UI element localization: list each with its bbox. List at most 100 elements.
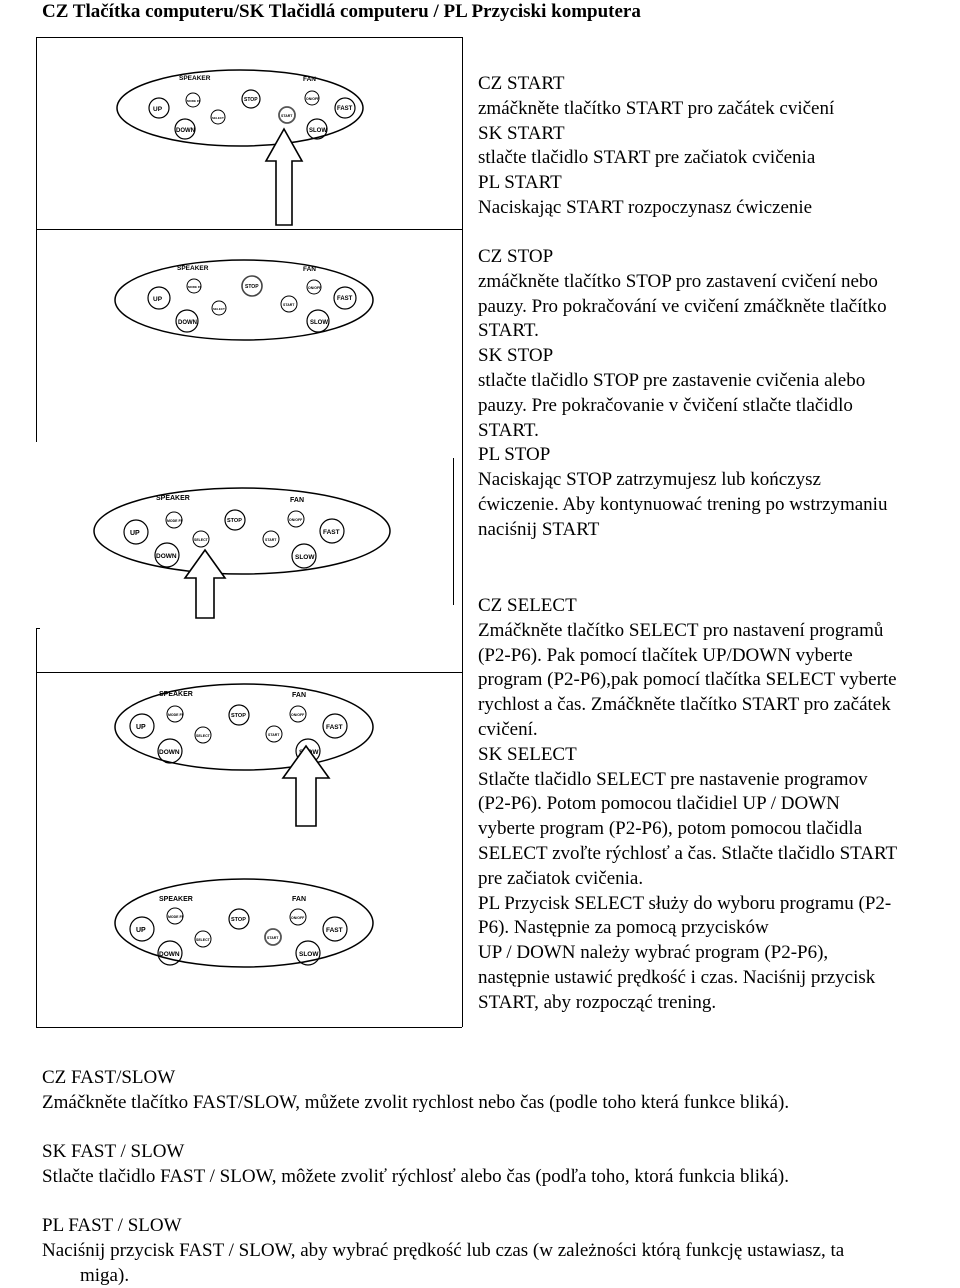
label-on-off: ON/OFF <box>291 916 305 920</box>
section-heading: CZ FAST/SLOW <box>42 1067 176 1088</box>
label-start: START <box>268 733 280 737</box>
slow-button[interactable] <box>295 940 321 966</box>
stop-button[interactable] <box>241 275 263 297</box>
text-line: UP / DOWN należy wybrać program (P2-P6), <box>478 942 829 964</box>
label-down: DOWN <box>176 128 195 134</box>
text-line: Naciskając START rozpoczynasz ćwiczenie <box>478 196 813 218</box>
section-heading: SK FAST / SLOW <box>42 1141 185 1162</box>
text-line: SK START <box>478 122 565 144</box>
slow-button[interactable] <box>291 543 317 569</box>
down-button[interactable] <box>174 118 196 140</box>
mode-ff-button[interactable] <box>165 511 183 529</box>
text-line: CZ SELECT <box>478 595 577 616</box>
up-button[interactable] <box>129 713 155 739</box>
fast-button[interactable] <box>322 713 348 739</box>
on-off-button[interactable] <box>289 908 307 926</box>
section-heading: PL FAST / SLOW <box>42 1215 182 1236</box>
label-speaker: SPEAKER <box>179 75 211 82</box>
label-down: DOWN <box>156 553 177 560</box>
up-button[interactable] <box>129 916 155 942</box>
mode-ff-button[interactable] <box>186 278 202 294</box>
on-off-button[interactable] <box>306 279 322 295</box>
label-fan: FAN <box>303 76 316 83</box>
label-start: START <box>283 303 295 307</box>
label-select: SELECT <box>212 116 224 120</box>
label-down: DOWN <box>159 749 180 756</box>
down-button[interactable] <box>157 940 183 966</box>
label-on-off: ON/OFF <box>291 713 305 717</box>
select-button[interactable] <box>210 109 226 125</box>
slow-button[interactable] <box>306 309 330 333</box>
text-line: PL Przycisk SELECT służy do wyboru progr… <box>478 892 892 914</box>
label-slow: SLOW <box>295 554 315 561</box>
control-panel-select-2: SPEAKER FAN UP MODE FF DOWN SELECT STOP … <box>113 877 375 969</box>
table-border-right-2 <box>453 458 454 605</box>
up-button[interactable] <box>147 286 171 310</box>
table-border-left-1 <box>36 37 37 229</box>
fast-button[interactable] <box>333 286 357 310</box>
slow-button[interactable] <box>306 118 328 140</box>
label-down: DOWN <box>159 951 180 958</box>
up-button[interactable] <box>123 519 149 545</box>
down-button[interactable] <box>154 542 180 568</box>
on-off-button[interactable] <box>287 510 305 528</box>
text-line: cvičení. <box>478 718 538 740</box>
label-fast: FAST <box>326 927 343 934</box>
text-line: (P2-P6). Pak pomocí tlačítek UP/DOWN vyb… <box>478 644 853 666</box>
label-start: START <box>281 114 293 118</box>
mode-ff-button[interactable] <box>166 705 184 723</box>
start-button[interactable] <box>265 725 283 743</box>
up-button[interactable] <box>148 97 170 119</box>
text-line: SK SELECT <box>478 743 577 765</box>
label-speaker: SPEAKER <box>156 495 190 502</box>
text-line: Stlačte tlačidlo FAST / SLOW, môžete zvo… <box>42 1165 790 1187</box>
stop-button[interactable] <box>228 908 250 930</box>
select-button[interactable] <box>211 300 227 316</box>
stop-button[interactable] <box>228 704 250 726</box>
stop-button[interactable] <box>224 509 246 531</box>
fast-button[interactable] <box>319 518 345 544</box>
label-fan: FAN <box>303 266 316 273</box>
text-line: naciśnij START <box>478 518 600 540</box>
on-off-button[interactable] <box>289 705 307 723</box>
label-down: DOWN <box>178 320 197 326</box>
start-button[interactable] <box>280 295 298 313</box>
label-fan: FAN <box>292 692 306 699</box>
text-line: CZ STOP <box>478 246 554 267</box>
select-button[interactable] <box>194 726 212 744</box>
label-up: UP <box>153 296 163 303</box>
label-select: SELECT <box>196 734 211 738</box>
label-mode-ff: MODE FF <box>167 519 184 523</box>
text-line: program (P2-P6),pak pomocí tlačítka SELE… <box>478 669 897 691</box>
table-divider-3 <box>36 628 40 629</box>
table-border-top <box>36 37 462 38</box>
start-button[interactable] <box>262 530 280 548</box>
table-border-left-2 <box>36 229 37 442</box>
text-line: START. <box>478 320 539 342</box>
mode-ff-button[interactable] <box>166 907 184 925</box>
label-stop: STOP <box>231 917 246 923</box>
label-fast: FAST <box>337 106 353 112</box>
mode-ff-button[interactable] <box>185 92 201 108</box>
start-button[interactable] <box>278 106 296 124</box>
select-button[interactable] <box>192 530 210 548</box>
label-slow: SLOW <box>299 951 319 958</box>
label-select: SELECT <box>196 938 211 942</box>
fast-slow-pl: PL FAST / SLOW Naciśnij przycisk FAST / … <box>42 1214 957 1288</box>
select-button[interactable] <box>194 930 212 948</box>
text-line: Zmáčkněte tlačítko SELECT pro nastavení … <box>478 619 884 641</box>
stop-button[interactable] <box>241 89 261 109</box>
fast-button[interactable] <box>322 916 348 942</box>
on-off-button[interactable] <box>304 90 320 106</box>
label-stop: STOP <box>227 518 242 524</box>
start-button[interactable] <box>264 928 282 946</box>
label-mode-ff: MODE FF <box>168 713 185 717</box>
label-stop: STOP <box>245 284 259 290</box>
label-up: UP <box>153 106 163 113</box>
label-mode-ff: MODE FF <box>187 99 201 103</box>
down-button[interactable] <box>175 309 199 333</box>
fast-slow-sk: SK FAST / SLOW Stlačte tlačidlo FAST / S… <box>42 1140 957 1190</box>
down-button[interactable] <box>157 738 183 764</box>
text-line: pre začiatok cvičenia. <box>478 867 644 889</box>
fast-button[interactable] <box>334 97 356 119</box>
